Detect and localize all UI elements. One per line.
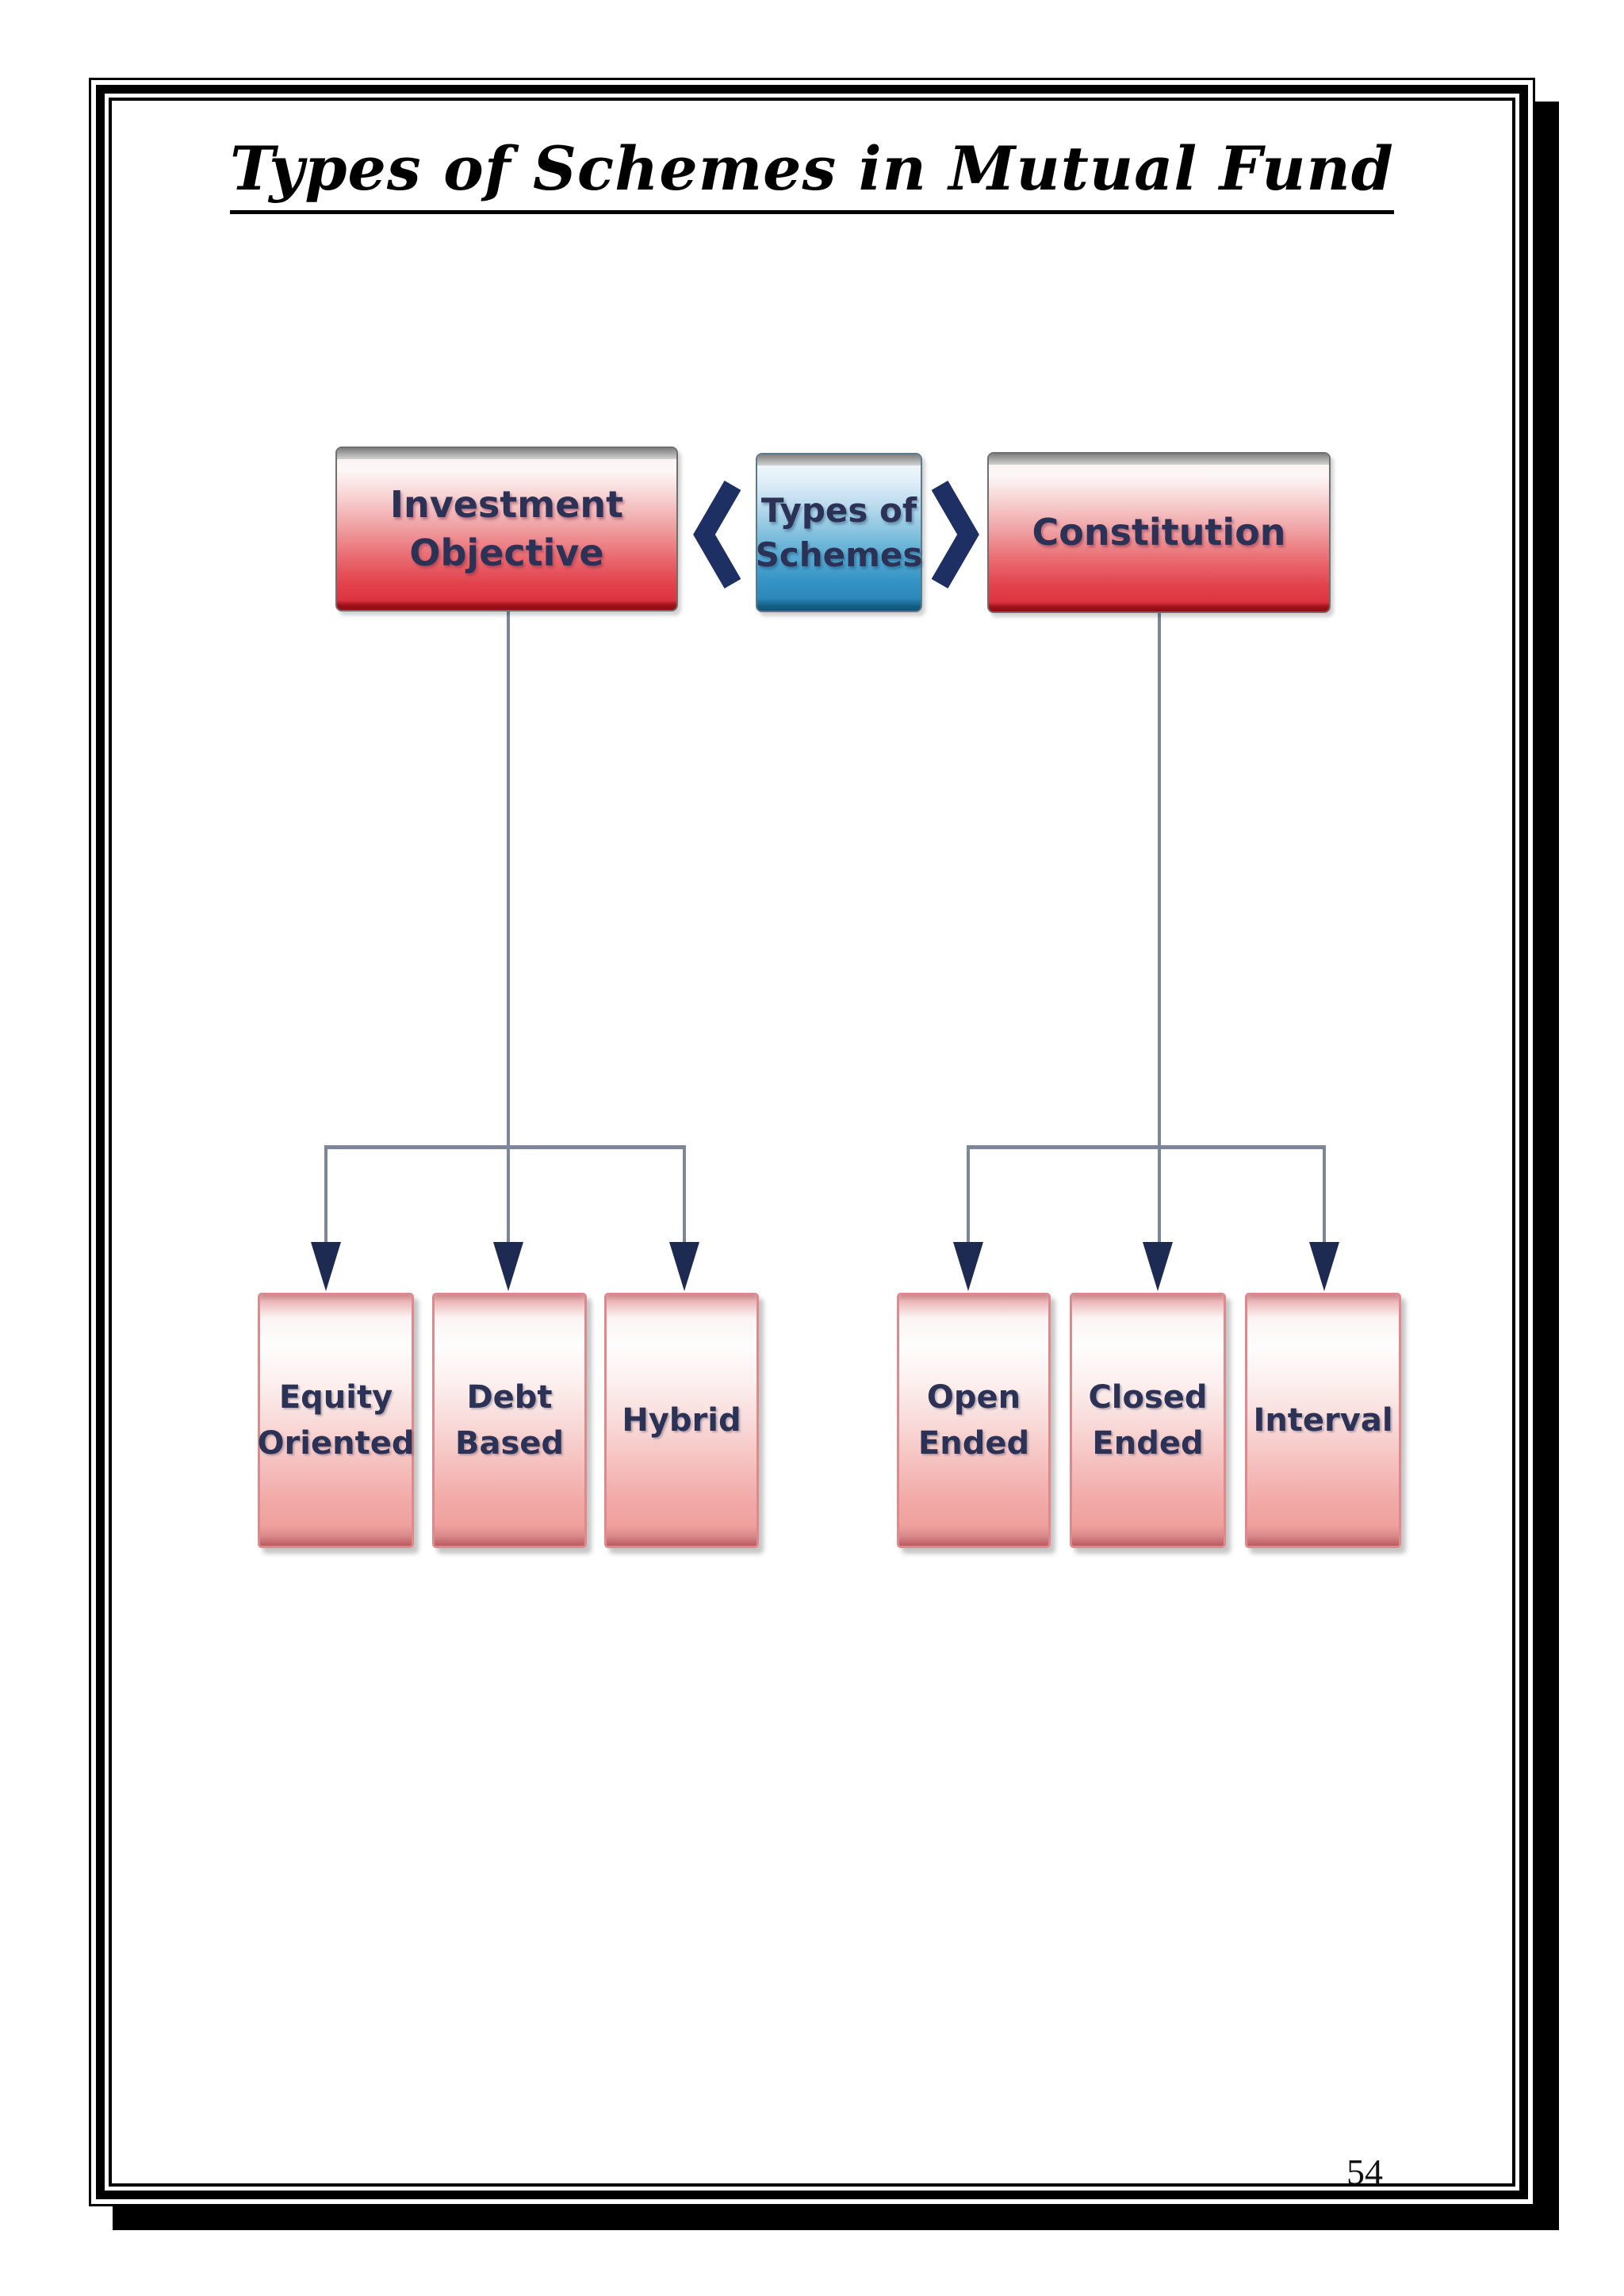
node-label-line: Types of [760,491,917,531]
node-label-line: Debt [466,1379,553,1416]
node-label-line: Equity [278,1379,393,1416]
node-label-line: Schemes [755,535,923,574]
page-border-frame [89,78,1535,2206]
arrowhead-open-ended [953,1242,983,1291]
node-label-line: Ended [1092,1425,1204,1462]
page-border-frame-middle [96,85,1528,2199]
page-title-text: Types of Schemes in Mutual Fund [230,133,1394,214]
chevron-left-icon [693,480,741,589]
connector-left-drop-1 [324,1145,327,1247]
chevron-right-icon [932,480,979,589]
arrowhead-debt [493,1242,523,1291]
connector-right-horizontal [967,1145,1326,1149]
node-label-line: Investment [389,483,624,527]
node-label-line: Open [926,1379,1021,1416]
node-label-line: Interval [1253,1402,1393,1439]
arrowhead-hybrid [669,1242,699,1291]
arrowhead-interval [1309,1242,1339,1291]
node-pink-cap [260,1295,412,1301]
node-gray-cap [989,454,1329,465]
node-pink-cap [1247,1295,1399,1301]
page-title: Types of Schemes in Mutual Fund [112,133,1512,214]
node-open-ended: Open Ended [897,1293,1051,1548]
page-number: 54 [1346,2152,1383,2192]
node-label-line: Based [454,1425,565,1462]
node-gray-cap [337,448,676,459]
node-interval: Interval [1245,1293,1401,1548]
node-gray-cap [757,454,921,466]
node-pink-cap [435,1295,584,1301]
node-label-line: Oriented [257,1425,415,1462]
node-hybrid: Hybrid [604,1293,759,1548]
node-types-of-schemes: Types of Schemes [756,453,922,612]
node-pink-cap [1072,1295,1224,1301]
connector-right-center-shaft [1158,611,1161,1247]
node-label-line: Constitution [1032,511,1286,554]
connector-left-drop-3 [683,1145,686,1247]
arrowhead-equity [311,1242,341,1291]
node-pink-cap [607,1295,756,1301]
connector-right-drop-3 [1323,1145,1326,1247]
node-investment-objective: Investment Objective [335,447,678,611]
arrowhead-closed-ended [1143,1242,1173,1291]
node-constitution: Constitution [987,452,1331,613]
connector-left-center-shaft [507,611,510,1247]
node-closed-ended: Closed Ended [1070,1293,1226,1548]
node-label-line: Hybrid [622,1402,741,1439]
node-debt-based: Debt Based [432,1293,587,1548]
connector-left-horizontal [324,1145,686,1149]
node-label-line: Objective [409,531,604,574]
node-label-line: Closed [1088,1379,1208,1416]
node-equity-oriented: Equity Oriented [258,1293,414,1548]
connector-right-drop-1 [967,1145,970,1247]
node-pink-cap [899,1295,1048,1301]
node-label-line: Ended [917,1425,1030,1462]
page-border-frame-inner [109,98,1515,2187]
